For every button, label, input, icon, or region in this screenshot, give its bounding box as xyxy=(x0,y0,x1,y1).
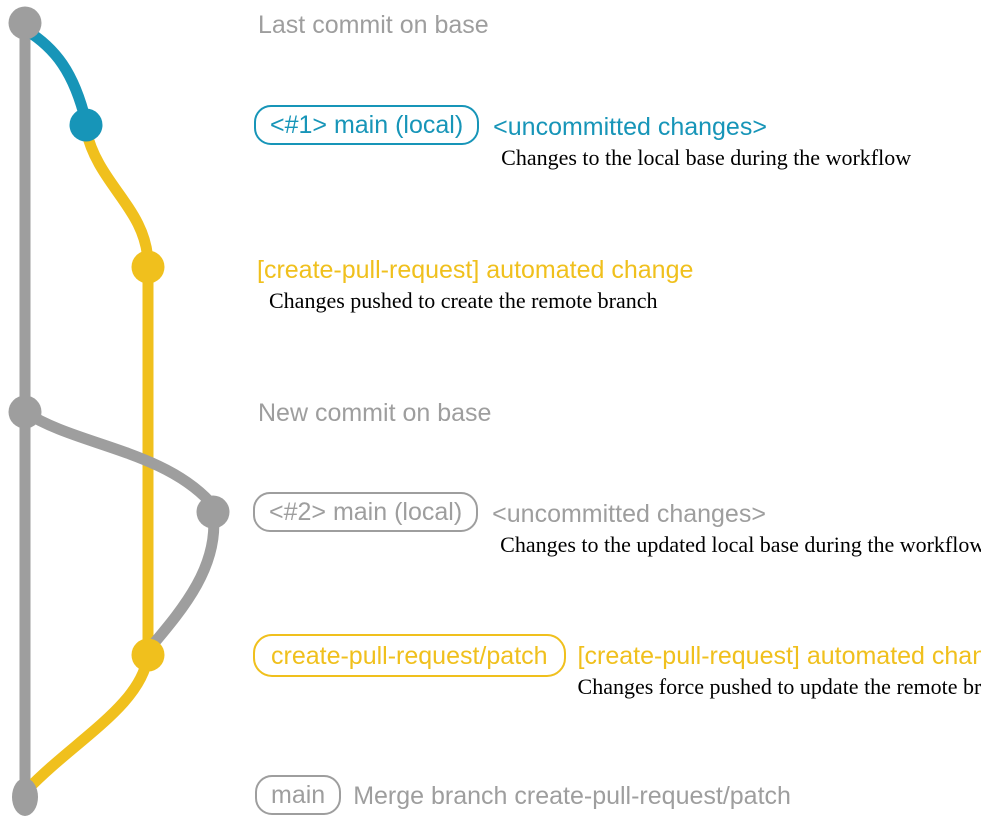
commit-node-local-commit-2 xyxy=(196,495,230,529)
branch-badge-create-pull-request-patch: create-pull-request/patch xyxy=(253,634,566,677)
commit-title-automated-1: [create-pull-request] automated change xyxy=(257,256,694,284)
branch-badge-main-local-2: <#2> main (local) xyxy=(253,492,479,532)
caption-text: Last commit on base xyxy=(258,11,489,39)
caption-text: New commit on base xyxy=(258,399,492,427)
commit-node-merge-commit xyxy=(12,778,38,816)
row-local-commit-1: <#1> main (local) <uncommitted changes> … xyxy=(254,105,911,171)
commit-node-new-commit-on-base xyxy=(8,395,42,429)
row-local-commit-2: <#2> main (local) <uncommitted changes> … xyxy=(253,492,981,558)
commit-subtitle-automated-1: Changes pushed to create the remote bran… xyxy=(269,288,658,313)
edge-patch-branch xyxy=(80,124,154,661)
commit-subtitle-uncommitted-1: Changes to the local base during the wor… xyxy=(501,145,912,170)
commit-subtitle-uncommitted-2: Changes to the updated local base during… xyxy=(500,532,981,557)
commit-node-automated-change-2 xyxy=(131,638,165,672)
edge-local-branch-1 xyxy=(20,24,92,128)
commit-title-merge: Merge branch create-pull-request/patch xyxy=(353,782,791,810)
branch-badge-main-local-1: <#1> main (local) xyxy=(254,105,480,145)
commit-node-automated-change-1 xyxy=(131,250,165,284)
row-automated-change-1: [create-pull-request] automated change C… xyxy=(257,255,693,314)
commit-title-uncommitted-2: <uncommitted changes> xyxy=(492,500,766,528)
edge-patch-merge-into-base xyxy=(21,649,154,796)
commit-node-last-commit-on-base xyxy=(8,6,42,40)
caption-last-commit-on-base: Last commit on base xyxy=(258,10,489,40)
commit-subtitle-automated-2: Changes force pushed to update the remot… xyxy=(577,674,981,699)
row-automated-change-2: create-pull-request/patch [create-pull-r… xyxy=(253,634,981,700)
commit-title-automated-2: [create-pull-request] automated change xyxy=(577,642,981,670)
caption-new-commit-on-base: New commit on base xyxy=(258,398,491,428)
edge-local-branch-2 xyxy=(19,406,216,508)
edge-local-2-merge-into-patch xyxy=(144,506,220,654)
commit-title-uncommitted-1: <uncommitted changes> xyxy=(493,113,767,141)
commit-node-local-commit-1 xyxy=(69,108,103,142)
row-merge-commit: main Merge branch create-pull-request/pa… xyxy=(255,775,791,815)
branch-badge-main: main xyxy=(255,775,342,815)
